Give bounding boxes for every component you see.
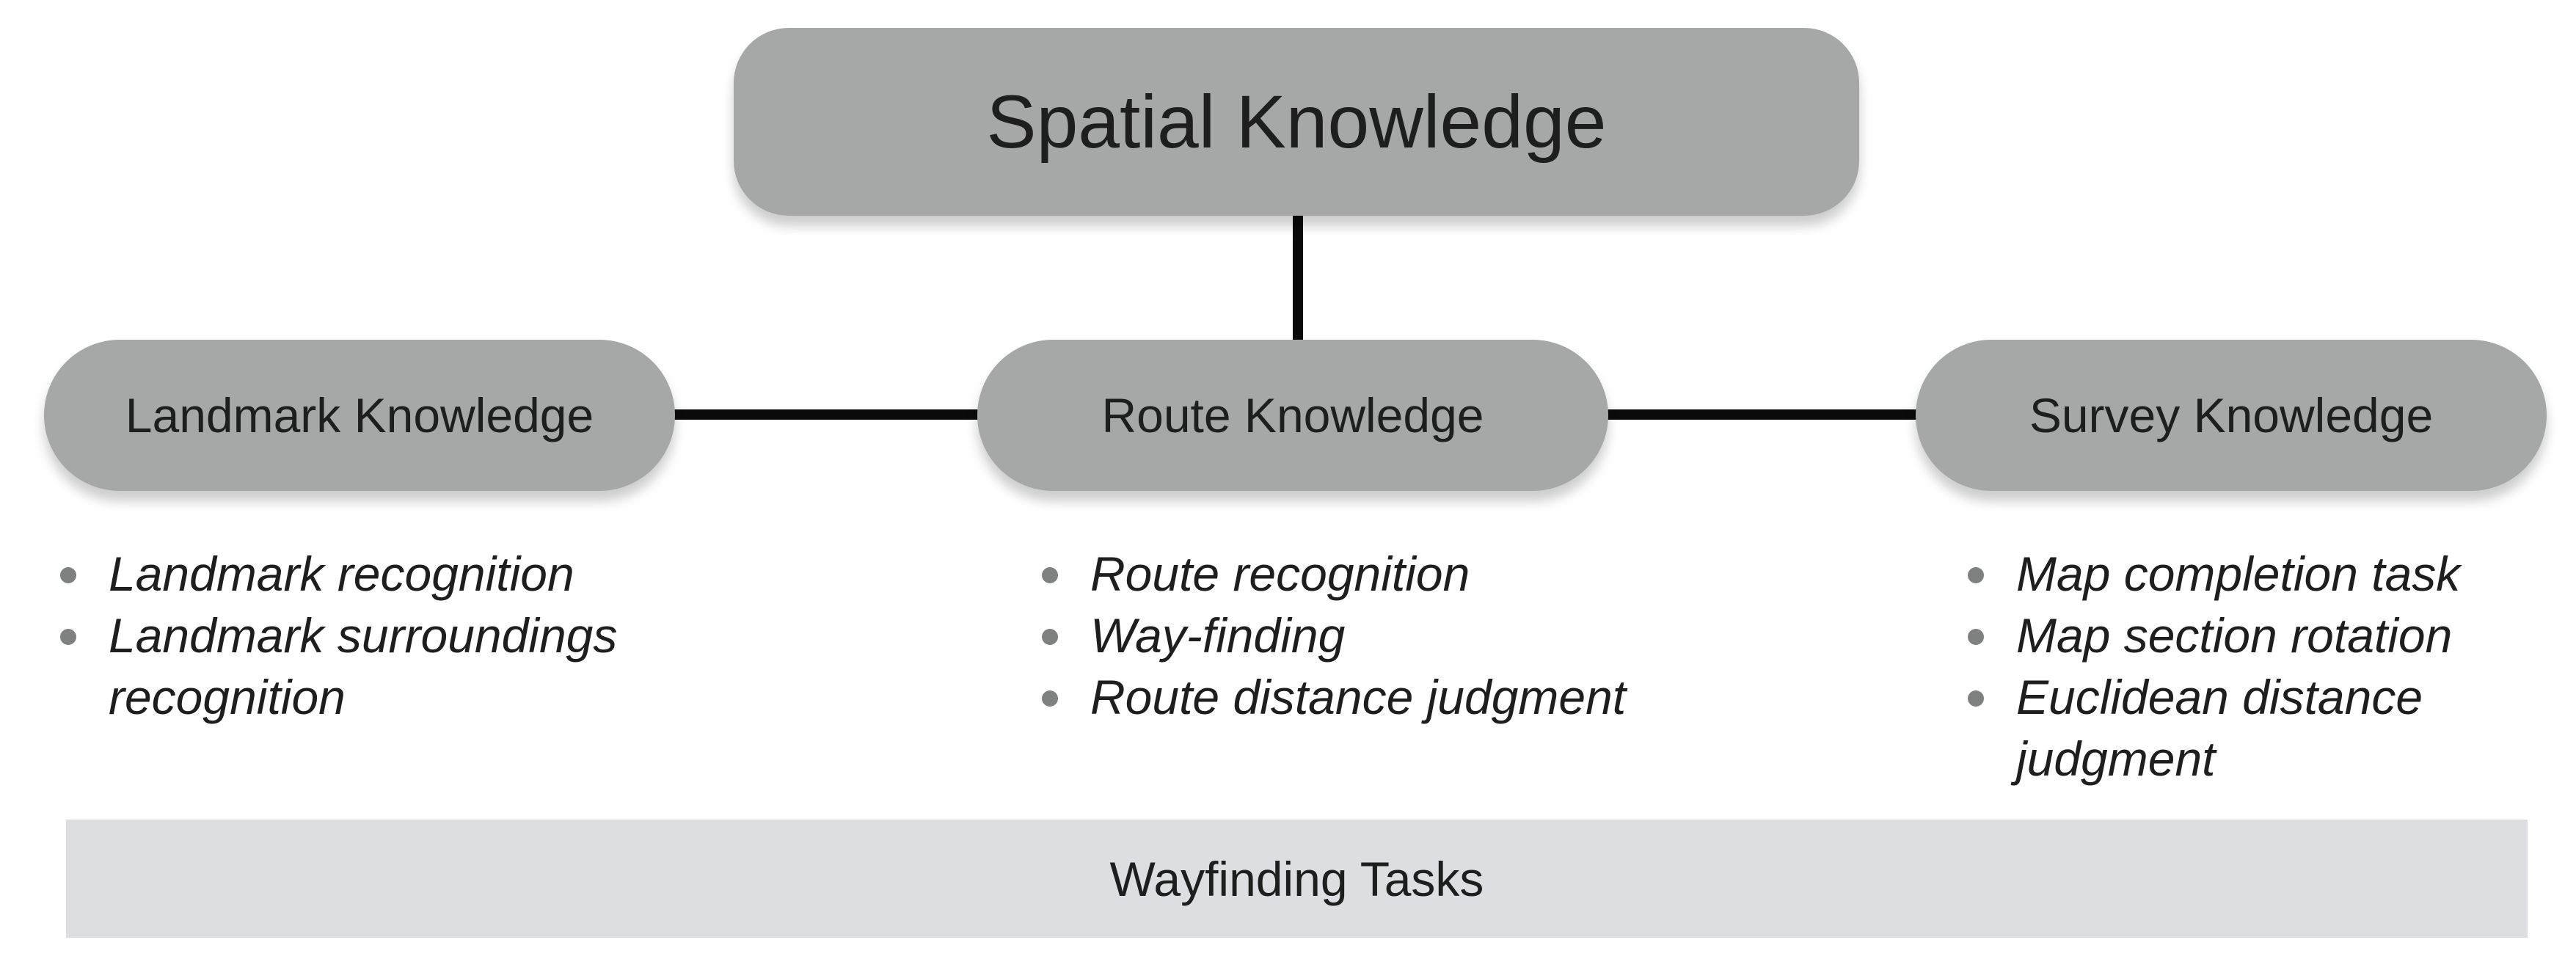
list-item: Map section rotation	[1952, 605, 2553, 666]
survey-task-list: Map completion task Map section rotation…	[1952, 543, 2553, 790]
bullet-icon	[1968, 629, 1984, 645]
connector-root-to-route	[1293, 213, 1303, 345]
bullet-icon	[1042, 567, 1058, 583]
node-landmark-knowledge: Landmark Knowledge	[44, 340, 675, 491]
task-label: Landmark surroundings recognition	[109, 608, 618, 724]
bullet-icon	[60, 629, 76, 645]
task-label: Route recognition	[1090, 547, 1470, 601]
list-item: Route distance judgment	[1026, 666, 1759, 728]
landmark-task-list: Landmark recognition Landmark surroundin…	[44, 543, 704, 728]
list-item: Landmark surroundings recognition	[44, 605, 704, 728]
node-landmark-label: Landmark Knowledge	[125, 388, 594, 442]
bullet-icon	[60, 567, 76, 583]
bullet-icon	[1042, 690, 1058, 707]
list-item: Euclidean distance judgment	[1952, 666, 2553, 790]
task-label: Map completion task	[2016, 547, 2461, 601]
node-survey-knowledge: Survey Knowledge	[1916, 340, 2547, 491]
bullet-icon	[1968, 567, 1984, 583]
connector-route-to-survey	[1603, 409, 1919, 420]
list-item: Landmark recognition	[44, 543, 704, 605]
node-route-knowledge: Route Knowledge	[977, 340, 1608, 491]
route-task-list: Route recognition Way-finding Route dist…	[1026, 543, 1759, 728]
footer-label: Wayfinding Tasks	[1109, 851, 1484, 906]
list-item: Route recognition	[1026, 543, 1759, 605]
task-label: Map section rotation	[2016, 608, 2453, 663]
node-survey-label: Survey Knowledge	[2029, 388, 2434, 442]
bullet-icon	[1968, 690, 1984, 707]
task-label: Route distance judgment	[1090, 670, 1627, 724]
node-route-label: Route Knowledge	[1101, 388, 1484, 442]
footer-wayfinding-tasks: Wayfinding Tasks	[66, 820, 2528, 938]
root-node-label: Spatial Knowledge	[986, 79, 1607, 164]
connector-landmark-to-route	[671, 409, 983, 420]
list-item: Way-finding	[1026, 605, 1759, 666]
bullet-icon	[1042, 629, 1058, 645]
root-node-spatial-knowledge: Spatial Knowledge	[734, 28, 1859, 216]
task-label: Landmark recognition	[109, 547, 574, 601]
list-item: Map completion task	[1952, 543, 2553, 605]
task-label: Euclidean distance judgment	[2016, 670, 2423, 786]
task-label: Way-finding	[1090, 608, 1346, 663]
